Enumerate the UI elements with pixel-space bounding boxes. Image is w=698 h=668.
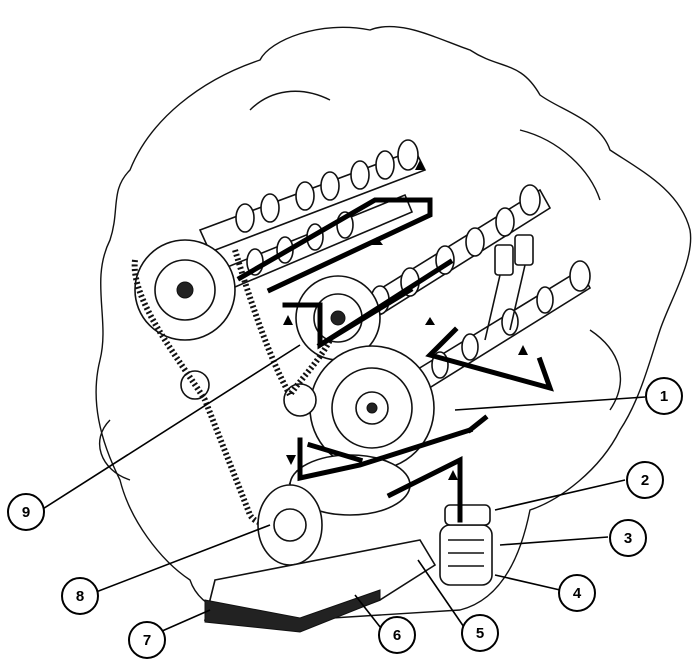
svg-text:6: 6 (393, 627, 401, 644)
svg-text:7: 7 (143, 632, 151, 649)
callout-4: 4 (558, 574, 596, 612)
callout-8: 8 (61, 577, 99, 615)
crank-pulley-large (309, 345, 435, 471)
oil-flow-arrows (283, 160, 528, 480)
svg-text:4: 4 (573, 585, 582, 602)
oil-pan (204, 539, 437, 633)
svg-text:9: 9 (22, 504, 30, 521)
camshaft-sprocket-right (295, 275, 381, 361)
crankshaft (257, 454, 411, 566)
valve-assembly (484, 234, 534, 341)
camshaft-sprocket-left (134, 239, 236, 341)
svg-text:5: 5 (476, 625, 484, 642)
timing-belt (131, 249, 333, 526)
callout-1: 1 (645, 377, 683, 415)
svg-text:8: 8 (76, 588, 84, 605)
block-detail-outline (99, 90, 622, 481)
callout-5: 5 (461, 614, 499, 652)
svg-text:3: 3 (624, 530, 632, 547)
svg-text:2: 2 (641, 472, 649, 489)
callout-3: 3 (609, 519, 647, 557)
oil-circulation-path (236, 197, 554, 523)
camshaft-upper-left (198, 139, 427, 254)
svg-text:1: 1 (660, 388, 668, 405)
callout-6: 6 (378, 616, 416, 654)
callout-7: 7 (128, 621, 166, 659)
callout-2: 2 (626, 461, 664, 499)
engine-block-outline (95, 25, 692, 622)
callout-leaders (37, 344, 646, 636)
oil-filter (439, 504, 493, 586)
callout-9: 9 (7, 493, 45, 531)
